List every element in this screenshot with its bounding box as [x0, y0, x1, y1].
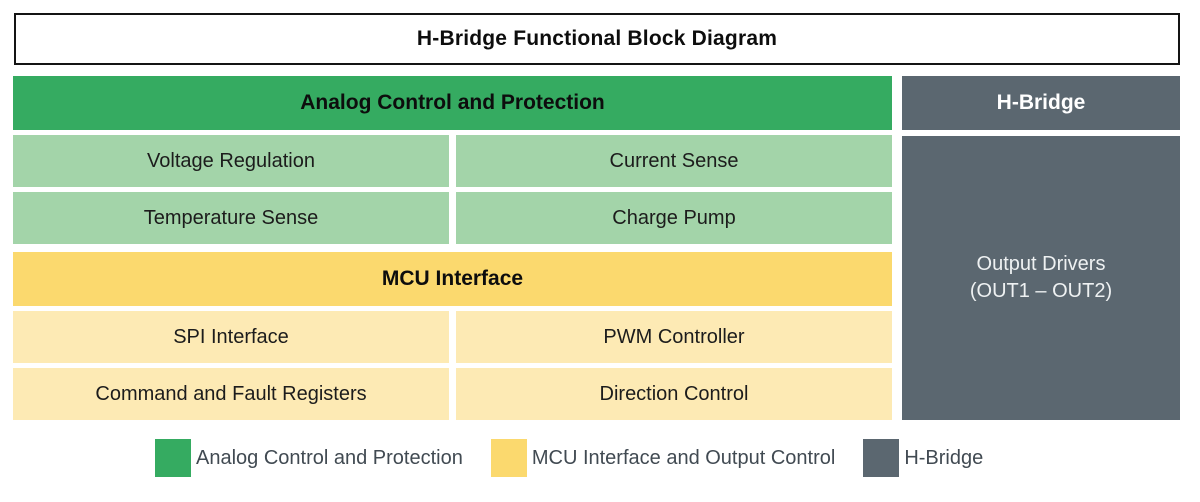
legend: Analog Control and Protection MCU Interf… [155, 439, 1200, 477]
block-charge-pump: Charge Pump [456, 192, 892, 244]
mcu-row-1: SPI Interface PWM Controller [13, 311, 892, 363]
block-diagram-page: H-Bridge Functional Block Diagram Analog… [0, 13, 1200, 502]
hbridge-column: H-Bridge Output Drivers (OUT1 – OUT2) [902, 76, 1180, 420]
block-output-drivers: Output Drivers (OUT1 – OUT2) [902, 136, 1180, 420]
legend-item-mcu: MCU Interface and Output Control [490, 439, 836, 477]
legend-item-analog: Analog Control and Protection [155, 439, 463, 477]
block-direction-control: Direction Control [456, 368, 892, 420]
legend-label-hbridge: H-Bridge [904, 446, 984, 469]
mcu-section-header: MCU Interface [13, 252, 892, 306]
block-spi-interface: SPI Interface [13, 311, 449, 363]
output-drivers-line1: Output Drivers [976, 253, 1106, 275]
control-column: Analog Control and Protection Voltage Re… [13, 76, 892, 420]
legend-label-mcu: MCU Interface and Output Control [531, 446, 836, 469]
analog-section-header: Analog Control and Protection [13, 76, 892, 130]
output-drivers-line2: (OUT1 – OUT2) [969, 280, 1113, 302]
block-pwm-controller: PWM Controller [456, 311, 892, 363]
analog-row-2: Temperature Sense Charge Pump [13, 192, 892, 244]
analog-row-1: Voltage Regulation Current Sense [13, 135, 892, 187]
block-current-sense: Current Sense [456, 135, 892, 187]
diagram-body: Analog Control and Protection Voltage Re… [13, 76, 1180, 420]
diagram-title: H-Bridge Functional Block Diagram [416, 27, 778, 50]
hbridge-section-header: H-Bridge [902, 76, 1180, 130]
legend-swatch-yellow [490, 439, 527, 477]
legend-item-hbridge: H-Bridge [863, 439, 983, 477]
mcu-row-2: Command and Fault Registers Direction Co… [13, 368, 892, 420]
block-temperature-sense: Temperature Sense [13, 192, 449, 244]
block-voltage-regulation: Voltage Regulation [13, 135, 449, 187]
legend-swatch-green [155, 439, 191, 477]
legend-swatch-gray [863, 439, 900, 477]
legend-label-analog: Analog Control and Protection [196, 446, 463, 469]
block-command-fault-registers: Command and Fault Registers [13, 368, 449, 420]
diagram-title-box: H-Bridge Functional Block Diagram [14, 13, 1180, 65]
